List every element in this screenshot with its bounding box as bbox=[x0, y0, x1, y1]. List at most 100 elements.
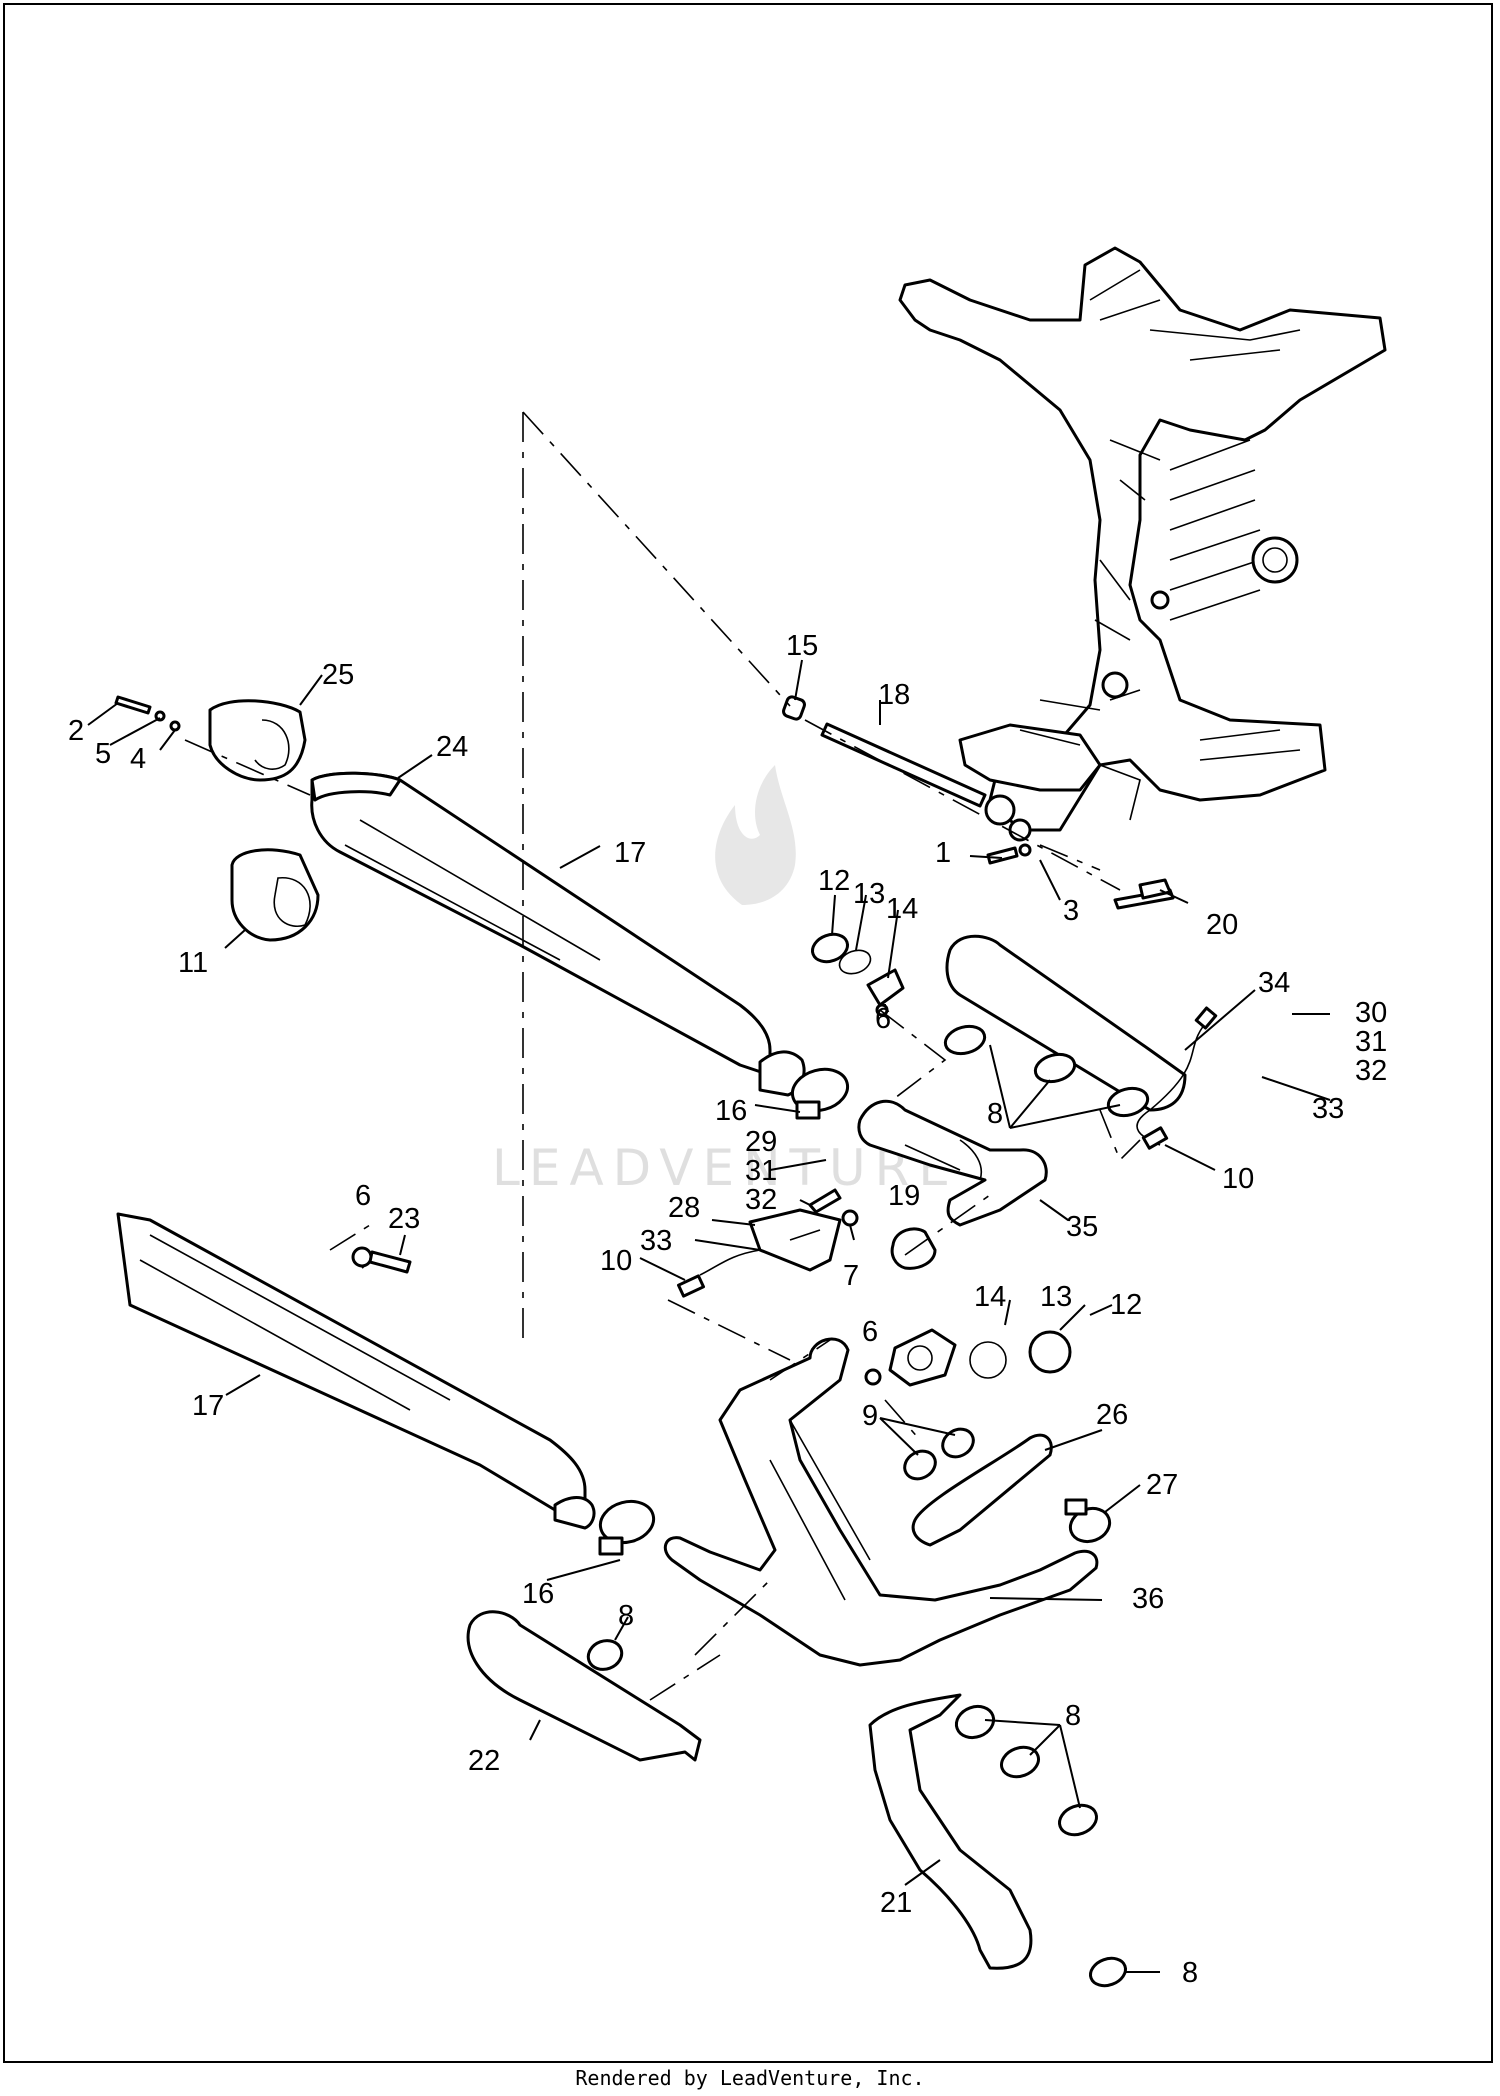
callout-13-lower: 13 bbox=[1040, 1281, 1072, 1313]
part-14-flange-upper bbox=[866, 968, 905, 1007]
callout-5: 5 bbox=[95, 738, 111, 770]
part-6-nut-lower bbox=[864, 1368, 882, 1386]
part-8-clamp-7 bbox=[1058, 1803, 1098, 1837]
part-8-clamp-2 bbox=[1033, 1052, 1077, 1084]
callout-8-upper: 8 bbox=[987, 1098, 1003, 1130]
callout-33-left: 33 bbox=[640, 1225, 672, 1257]
callout-32-left: 32 bbox=[745, 1184, 777, 1216]
part-8-clamp-5 bbox=[954, 1704, 996, 1740]
callout-2: 2 bbox=[68, 715, 84, 747]
part-8-clamp-1 bbox=[943, 1024, 987, 1056]
part-7-nut bbox=[841, 1209, 859, 1227]
callout-18: 18 bbox=[878, 679, 910, 711]
part-16-clamp-lower bbox=[598, 1499, 656, 1556]
callout-8-right: 8 bbox=[1065, 1700, 1081, 1732]
part-2-screw bbox=[114, 695, 152, 715]
callout-29: 29 bbox=[745, 1126, 777, 1158]
part-13-ring-upper bbox=[838, 949, 872, 975]
callout-9: 9 bbox=[862, 1400, 878, 1432]
callout-3: 3 bbox=[1063, 895, 1079, 927]
callout-14-upper: 14 bbox=[886, 893, 918, 925]
callout-16-lower: 16 bbox=[522, 1578, 554, 1610]
part-12-seal-lower bbox=[1028, 1330, 1072, 1374]
part-27-clamp bbox=[1064, 1498, 1112, 1544]
callout-35: 35 bbox=[1066, 1211, 1098, 1243]
callout-15: 15 bbox=[786, 630, 818, 662]
callout-33-right: 33 bbox=[1312, 1093, 1344, 1125]
callout-30: 30 bbox=[1355, 997, 1387, 1029]
part-6-nut-left bbox=[351, 1246, 373, 1268]
part-17-lower-muffler bbox=[116, 1212, 596, 1530]
part-22-heat-shield bbox=[466, 1610, 702, 1762]
part-17-upper-muffler bbox=[310, 771, 806, 1097]
diagram-frame bbox=[3, 3, 1493, 2063]
callout-7: 7 bbox=[843, 1260, 859, 1292]
callout-31-left: 31 bbox=[745, 1155, 777, 1187]
part-4-nut bbox=[169, 720, 181, 732]
callout-16-upper: 16 bbox=[715, 1095, 747, 1127]
callout-6-left: 6 bbox=[355, 1180, 371, 1212]
part-35-front-pipe bbox=[857, 1099, 1048, 1227]
part-16-clamp-upper bbox=[790, 1067, 850, 1120]
part-36-head-pipe bbox=[663, 1337, 1099, 1667]
watermark-text: LEADVENTURE bbox=[492, 1139, 959, 1197]
part-34-heat-shield bbox=[945, 934, 1187, 1112]
part-8-clamp-6 bbox=[1000, 1745, 1040, 1779]
callout-28: 28 bbox=[668, 1192, 700, 1224]
part-13-ring-lower bbox=[969, 1341, 1007, 1379]
callout-21: 21 bbox=[880, 1887, 912, 1919]
callout-1: 1 bbox=[935, 837, 951, 869]
watermark: LEADVENTURE bbox=[492, 765, 959, 1197]
watermark-flame-icon bbox=[715, 765, 796, 905]
callout-32-right: 32 bbox=[1355, 1055, 1387, 1087]
part-12-seal-upper bbox=[811, 932, 849, 964]
callout-10-right: 10 bbox=[1222, 1163, 1254, 1195]
callout-12-upper: 12 bbox=[818, 865, 850, 897]
part-15-bushing bbox=[782, 695, 806, 721]
callout-6-upper: 6 bbox=[875, 1003, 891, 1035]
leader-lines bbox=[87, 659, 1331, 1973]
assembly-dash-lines bbox=[184, 411, 1141, 1701]
callout-31-right: 31 bbox=[1355, 1026, 1387, 1058]
callout-8-bottom: 8 bbox=[1182, 1957, 1198, 1989]
part-11-baffle bbox=[230, 848, 320, 942]
part-9-clamp-2 bbox=[941, 1427, 975, 1459]
callout-23: 23 bbox=[388, 1203, 420, 1235]
callouts: 15 18 25 24 2 5 4 17 11 1 3 20 12 13 14 … bbox=[68, 630, 1387, 1989]
callout-8-left: 8 bbox=[618, 1600, 634, 1632]
part-23-stud bbox=[368, 1250, 412, 1274]
footer-credit: Rendered by LeadVenture, Inc. bbox=[575, 2066, 925, 2090]
callout-20: 20 bbox=[1206, 909, 1238, 941]
callout-13-upper: 13 bbox=[853, 878, 885, 910]
part-21-rear-heat-shield bbox=[868, 1693, 1033, 1970]
callout-19: 19 bbox=[888, 1180, 920, 1212]
part-9-clamp-1 bbox=[903, 1449, 937, 1481]
callout-11: 11 bbox=[178, 947, 208, 979]
part-26-heat-shield bbox=[911, 1433, 1053, 1547]
callout-27: 27 bbox=[1146, 1469, 1178, 1501]
part-1-bolt bbox=[986, 843, 1032, 865]
part-8-clamp-8 bbox=[1089, 1956, 1127, 1988]
callout-25: 25 bbox=[322, 659, 354, 691]
part-33-sensor-wire-lower bbox=[676, 1249, 761, 1298]
callout-14-lower: 14 bbox=[974, 1281, 1006, 1313]
callout-17-upper: 17 bbox=[614, 837, 646, 869]
motorcycle-frame bbox=[898, 246, 1387, 842]
callout-10-left: 10 bbox=[600, 1245, 632, 1277]
callout-4: 4 bbox=[130, 743, 146, 775]
part-20-bolt bbox=[1113, 878, 1175, 910]
part-18-rod bbox=[820, 722, 987, 808]
callout-24: 24 bbox=[436, 731, 468, 763]
callout-26: 26 bbox=[1096, 1399, 1128, 1431]
callout-36: 36 bbox=[1132, 1583, 1164, 1615]
callout-6-lower: 6 bbox=[862, 1316, 878, 1348]
callout-34: 34 bbox=[1258, 967, 1290, 999]
part-14-flange-lower bbox=[888, 1328, 957, 1387]
callout-22: 22 bbox=[468, 1745, 500, 1777]
part-25-end-cap bbox=[208, 699, 307, 782]
callout-17-lower: 17 bbox=[192, 1390, 224, 1422]
part-29-sensor-lower bbox=[808, 1188, 842, 1214]
part-8-clamp-4 bbox=[586, 1639, 624, 1671]
callout-12-lower: 12 bbox=[1110, 1289, 1142, 1321]
